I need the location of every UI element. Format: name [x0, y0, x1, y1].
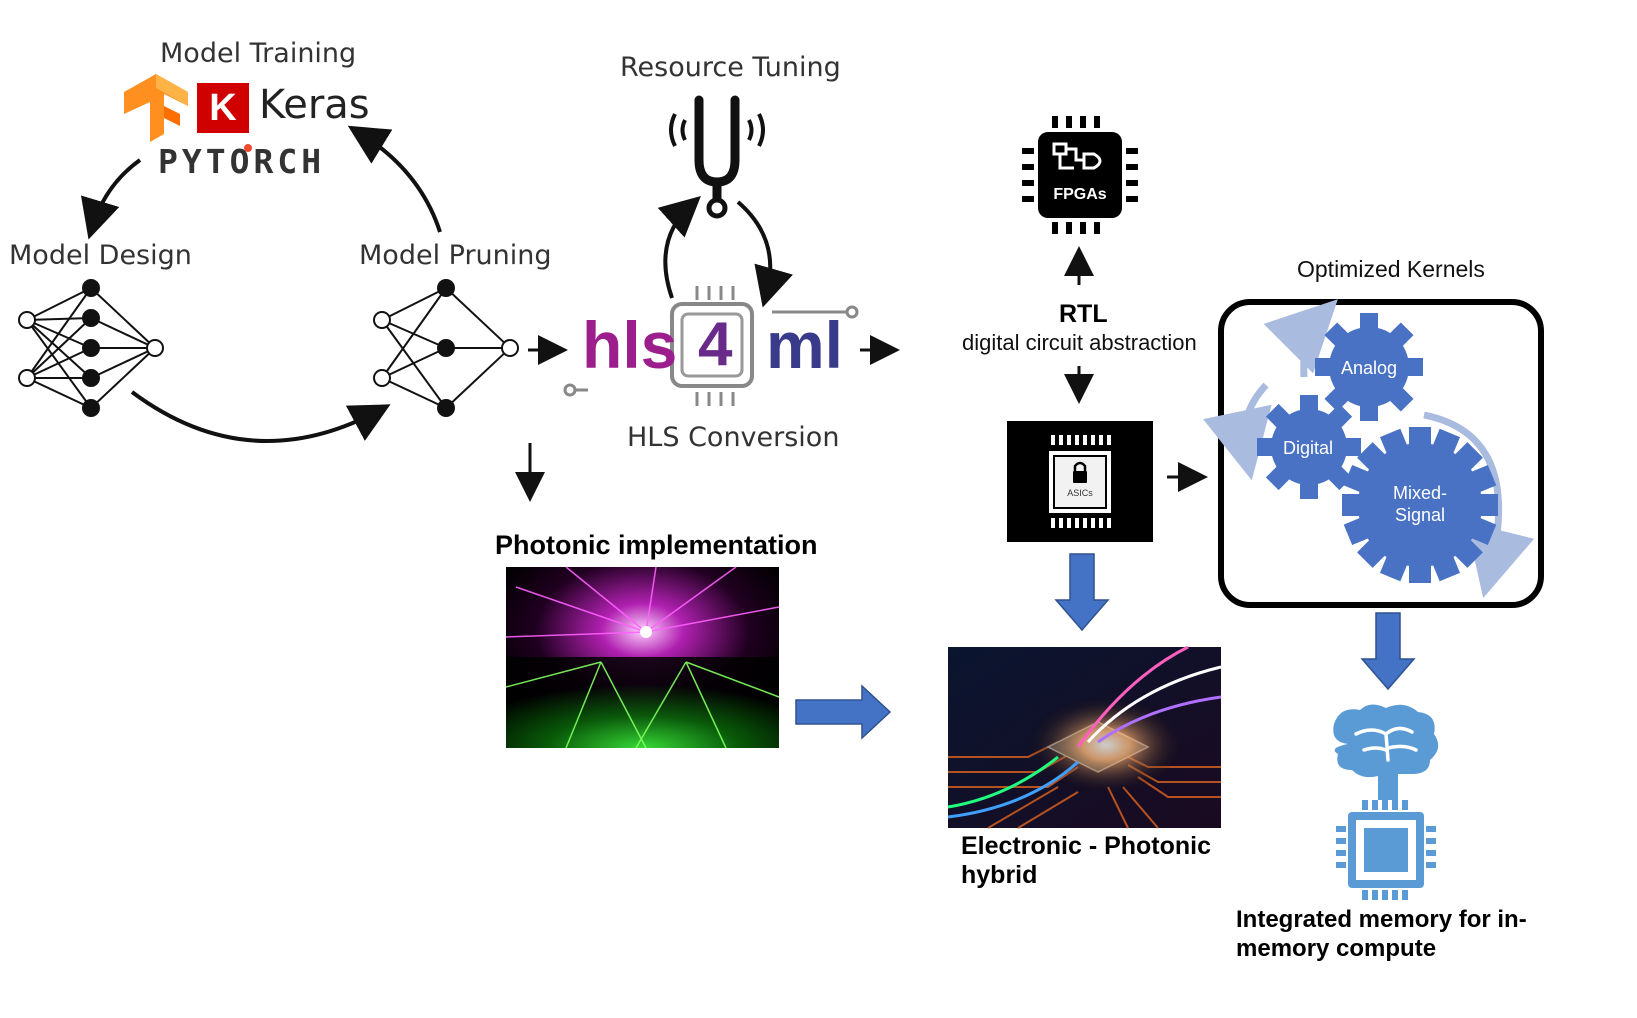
rtl-subtitle: digital circuit abstraction: [962, 330, 1197, 355]
digital-gear-label: Digital: [1283, 438, 1333, 458]
kernel-gears: Analog Digital Mixed- Signal: [1203, 299, 1535, 599]
blue-arrow-down-asic: [1054, 553, 1110, 632]
pruned-network-icon: [373, 279, 519, 417]
fpga-label: FPGAs: [1053, 186, 1107, 203]
memory-label-line1: Integrated memory for in-: [1236, 906, 1527, 933]
workflow-cycle-arrows: [80, 125, 442, 443]
hls-conversion-label: HLS Conversion: [627, 422, 840, 453]
tuning-loop-arrows: [657, 195, 793, 308]
analog-gear-label: Analog: [1341, 358, 1397, 378]
blue-arrow-right: [795, 684, 892, 740]
asic-label: ASICs: [1067, 488, 1093, 498]
mixed-gear-label-line2: Signal: [1395, 505, 1445, 525]
fpga-chip-icon: [1022, 116, 1138, 234]
memory-label-line2: memory compute: [1236, 935, 1437, 962]
optimized-kernels-title: Optimized Kernels: [1297, 256, 1485, 282]
tensorflow-icon: [124, 74, 188, 142]
pytorch-label: PYTORCH: [158, 142, 326, 181]
hybrid-label-line2: hybrid: [961, 861, 1038, 889]
blue-arrow-down-kernels: [1360, 612, 1416, 691]
mixed-signal-gear-icon: [1342, 427, 1498, 583]
keras-label: Keras: [259, 82, 370, 128]
asic-chip-icon: [1007, 421, 1153, 542]
rtl-title: RTL: [1059, 300, 1108, 328]
resource-tuning-label: Resource Tuning: [620, 52, 841, 83]
brain-chip-icon: [1333, 704, 1439, 900]
keras-logo-icon: K: [197, 83, 249, 133]
photonic-laser-image: [505, 566, 780, 749]
photonic-title: Photonic implementation: [495, 530, 818, 560]
dense-network-icon: [18, 279, 164, 417]
model-pruning-label: Model Pruning: [359, 240, 552, 271]
hls4ml-logo: [563, 286, 859, 406]
hybrid-label-line1: Electronic - Photonic: [961, 832, 1212, 860]
pytorch-flame-icon: [244, 144, 252, 152]
model-design-label: Model Design: [9, 240, 192, 271]
model-training-label: Model Training: [160, 38, 357, 69]
hls4ml-logo-ml: ml: [766, 308, 844, 382]
hls4ml-logo-4: 4: [698, 310, 733, 379]
hls4ml-logo-hls: hls: [582, 308, 678, 382]
mixed-gear-label-line1: Mixed-: [1393, 483, 1447, 503]
keras-logo-letter: K: [209, 87, 237, 129]
hybrid-chip-image: [947, 645, 1222, 829]
tuning-fork-icon: [669, 95, 765, 219]
